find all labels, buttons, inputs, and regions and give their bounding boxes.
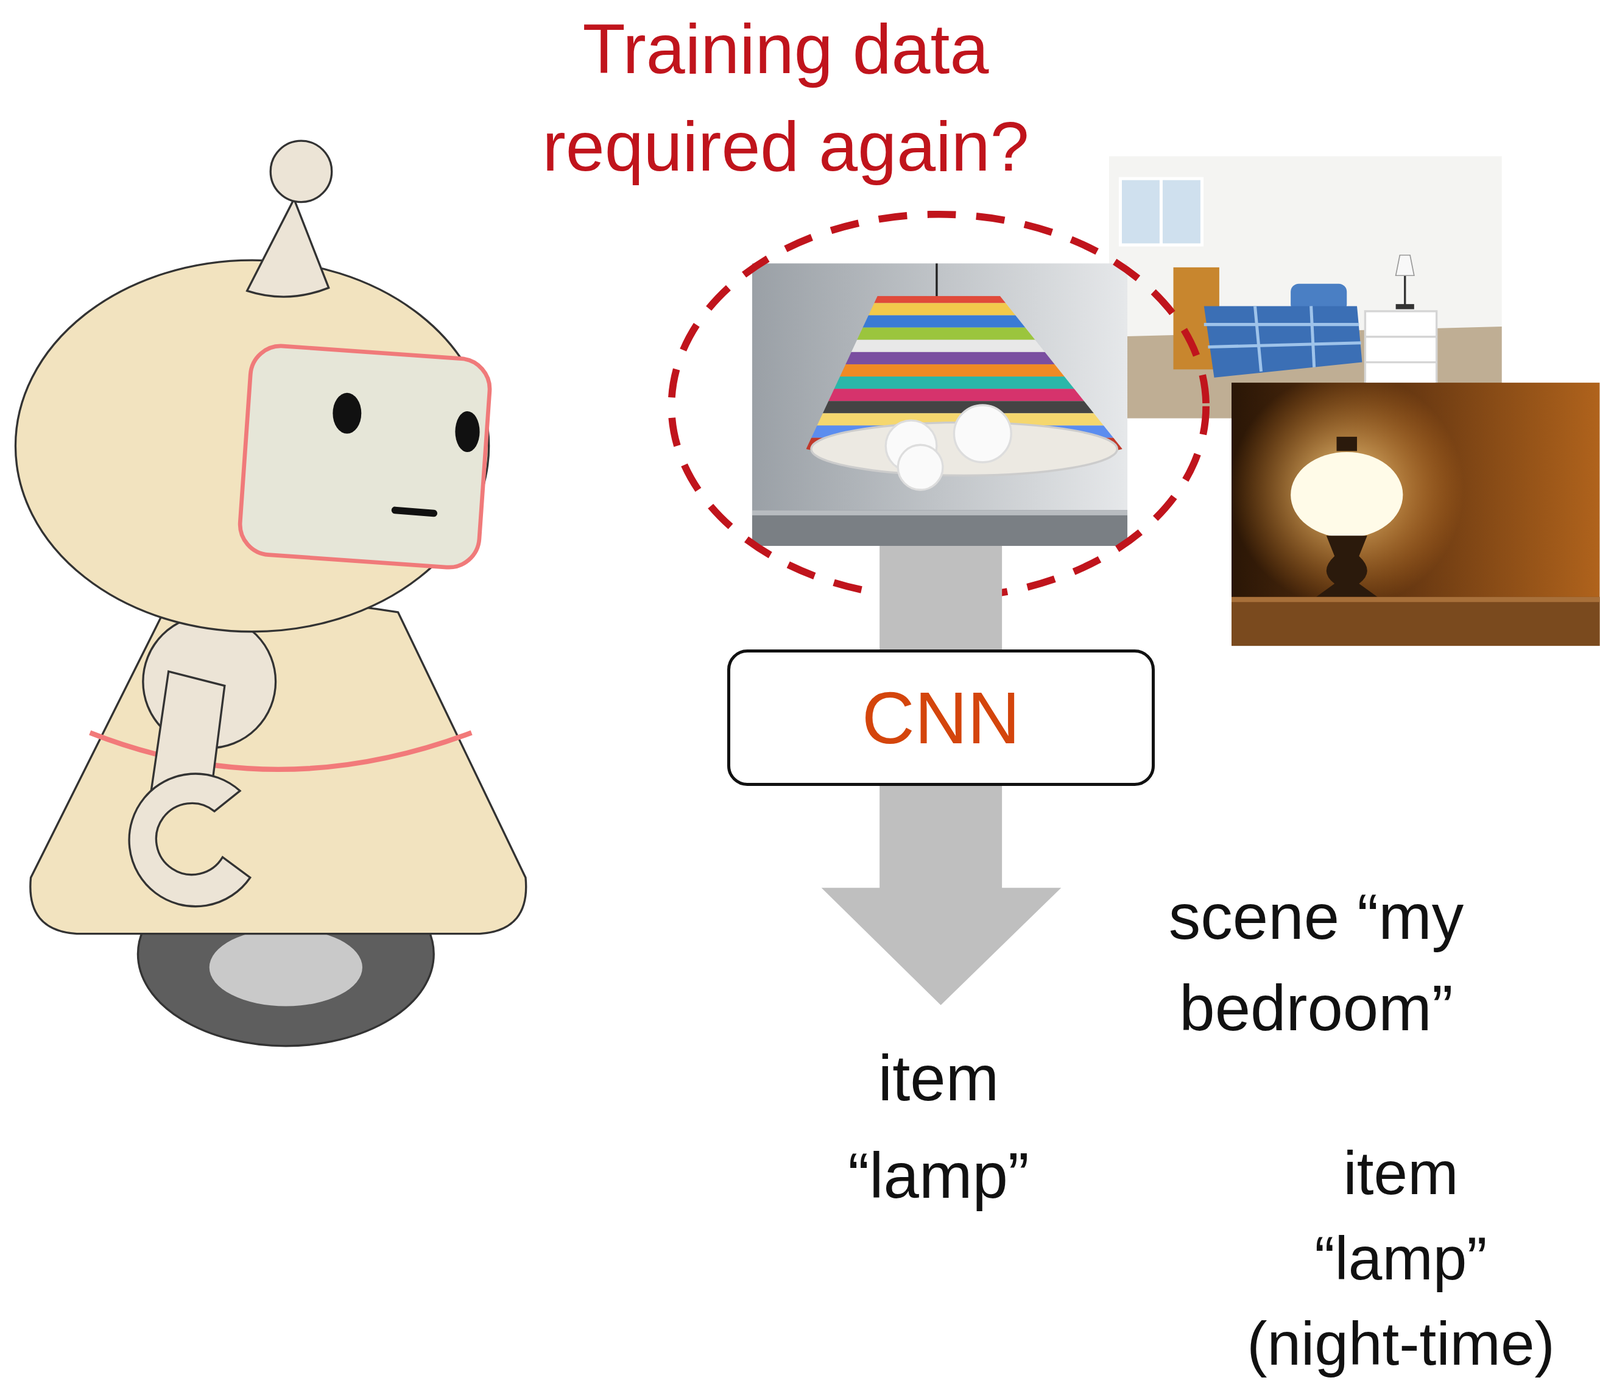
lamp-photo-part bbox=[796, 352, 1128, 365]
bedroom-photo-part bbox=[1204, 305, 1363, 378]
lamp-photo-part bbox=[897, 444, 943, 490]
bedroom-photo-part bbox=[1364, 361, 1437, 363]
output-label: item “lamp” (night-time) bbox=[1218, 1129, 1584, 1386]
robot-figure-part bbox=[90, 732, 472, 770]
night-lamp-photo-part bbox=[1231, 596, 1600, 646]
night-lamp-photo-part bbox=[1231, 382, 1465, 607]
lamp-photo-part bbox=[752, 509, 1128, 546]
bedroom-photo-part bbox=[1403, 275, 1406, 306]
night-lamp-photo-part bbox=[1290, 451, 1403, 538]
robot-figure bbox=[15, 140, 526, 1046]
robot-figure-part bbox=[238, 344, 493, 570]
night-lamp-photo bbox=[1231, 382, 1600, 646]
robot-figure-part bbox=[454, 411, 480, 452]
bedroom-photo-part bbox=[1255, 305, 1262, 371]
bedroom-photo-part bbox=[1109, 155, 1502, 418]
lamp-photo-part bbox=[953, 405, 1012, 463]
robot-figure-part bbox=[332, 392, 362, 434]
lamp-photo-part bbox=[796, 376, 1128, 389]
robot-figure-part bbox=[395, 509, 435, 513]
night-lamp-photo-part bbox=[1316, 535, 1378, 597]
lamp-photo-part bbox=[796, 315, 1128, 328]
night-lamp-photo-part bbox=[1336, 436, 1357, 451]
box-label: CNN bbox=[861, 673, 1021, 762]
lamp-photo-part bbox=[796, 290, 1128, 483]
lamp-photo-part bbox=[796, 290, 1128, 303]
highlight-ellipse bbox=[671, 214, 1206, 599]
bedroom-photo-part bbox=[1311, 305, 1315, 367]
output-label: scene “my bedroom” bbox=[1072, 870, 1560, 1054]
robot-figure-part bbox=[270, 140, 332, 202]
bedroom-photo-part bbox=[1364, 311, 1437, 388]
bedroom-photo bbox=[1109, 155, 1502, 418]
lamp-photo-part bbox=[796, 400, 1128, 413]
bedroom-photo-part bbox=[1395, 303, 1415, 309]
process-box: CNN bbox=[727, 649, 1155, 786]
bedroom-photo-part bbox=[1120, 178, 1202, 245]
robot-figure-part bbox=[247, 199, 329, 298]
lamp-photo-part bbox=[796, 388, 1128, 401]
lamp-photo-part bbox=[796, 339, 1128, 353]
night-lamp-photo-part bbox=[1231, 596, 1600, 602]
lamp-photo bbox=[752, 263, 1128, 546]
lamp-photo-part bbox=[796, 327, 1128, 340]
robot-figure-part bbox=[30, 601, 527, 934]
robot-figure-part bbox=[129, 773, 251, 907]
bedroom-photo-part bbox=[1204, 322, 1360, 326]
bedroom-photo-part bbox=[1159, 178, 1163, 245]
lamp-photo-part bbox=[796, 302, 1128, 315]
lamp-photo-part bbox=[935, 263, 938, 298]
bedroom-photo-part bbox=[1207, 342, 1361, 348]
robot-figure-part bbox=[209, 928, 363, 1006]
callout-title: Training data required again? bbox=[450, 0, 1121, 195]
bedroom-photo-part bbox=[1395, 255, 1415, 276]
lamp-photo-part bbox=[752, 509, 1128, 515]
lamp-photo-part bbox=[796, 364, 1128, 377]
bedroom-photo-part bbox=[1364, 335, 1437, 338]
output-label: item “lamp” bbox=[816, 1029, 1061, 1225]
